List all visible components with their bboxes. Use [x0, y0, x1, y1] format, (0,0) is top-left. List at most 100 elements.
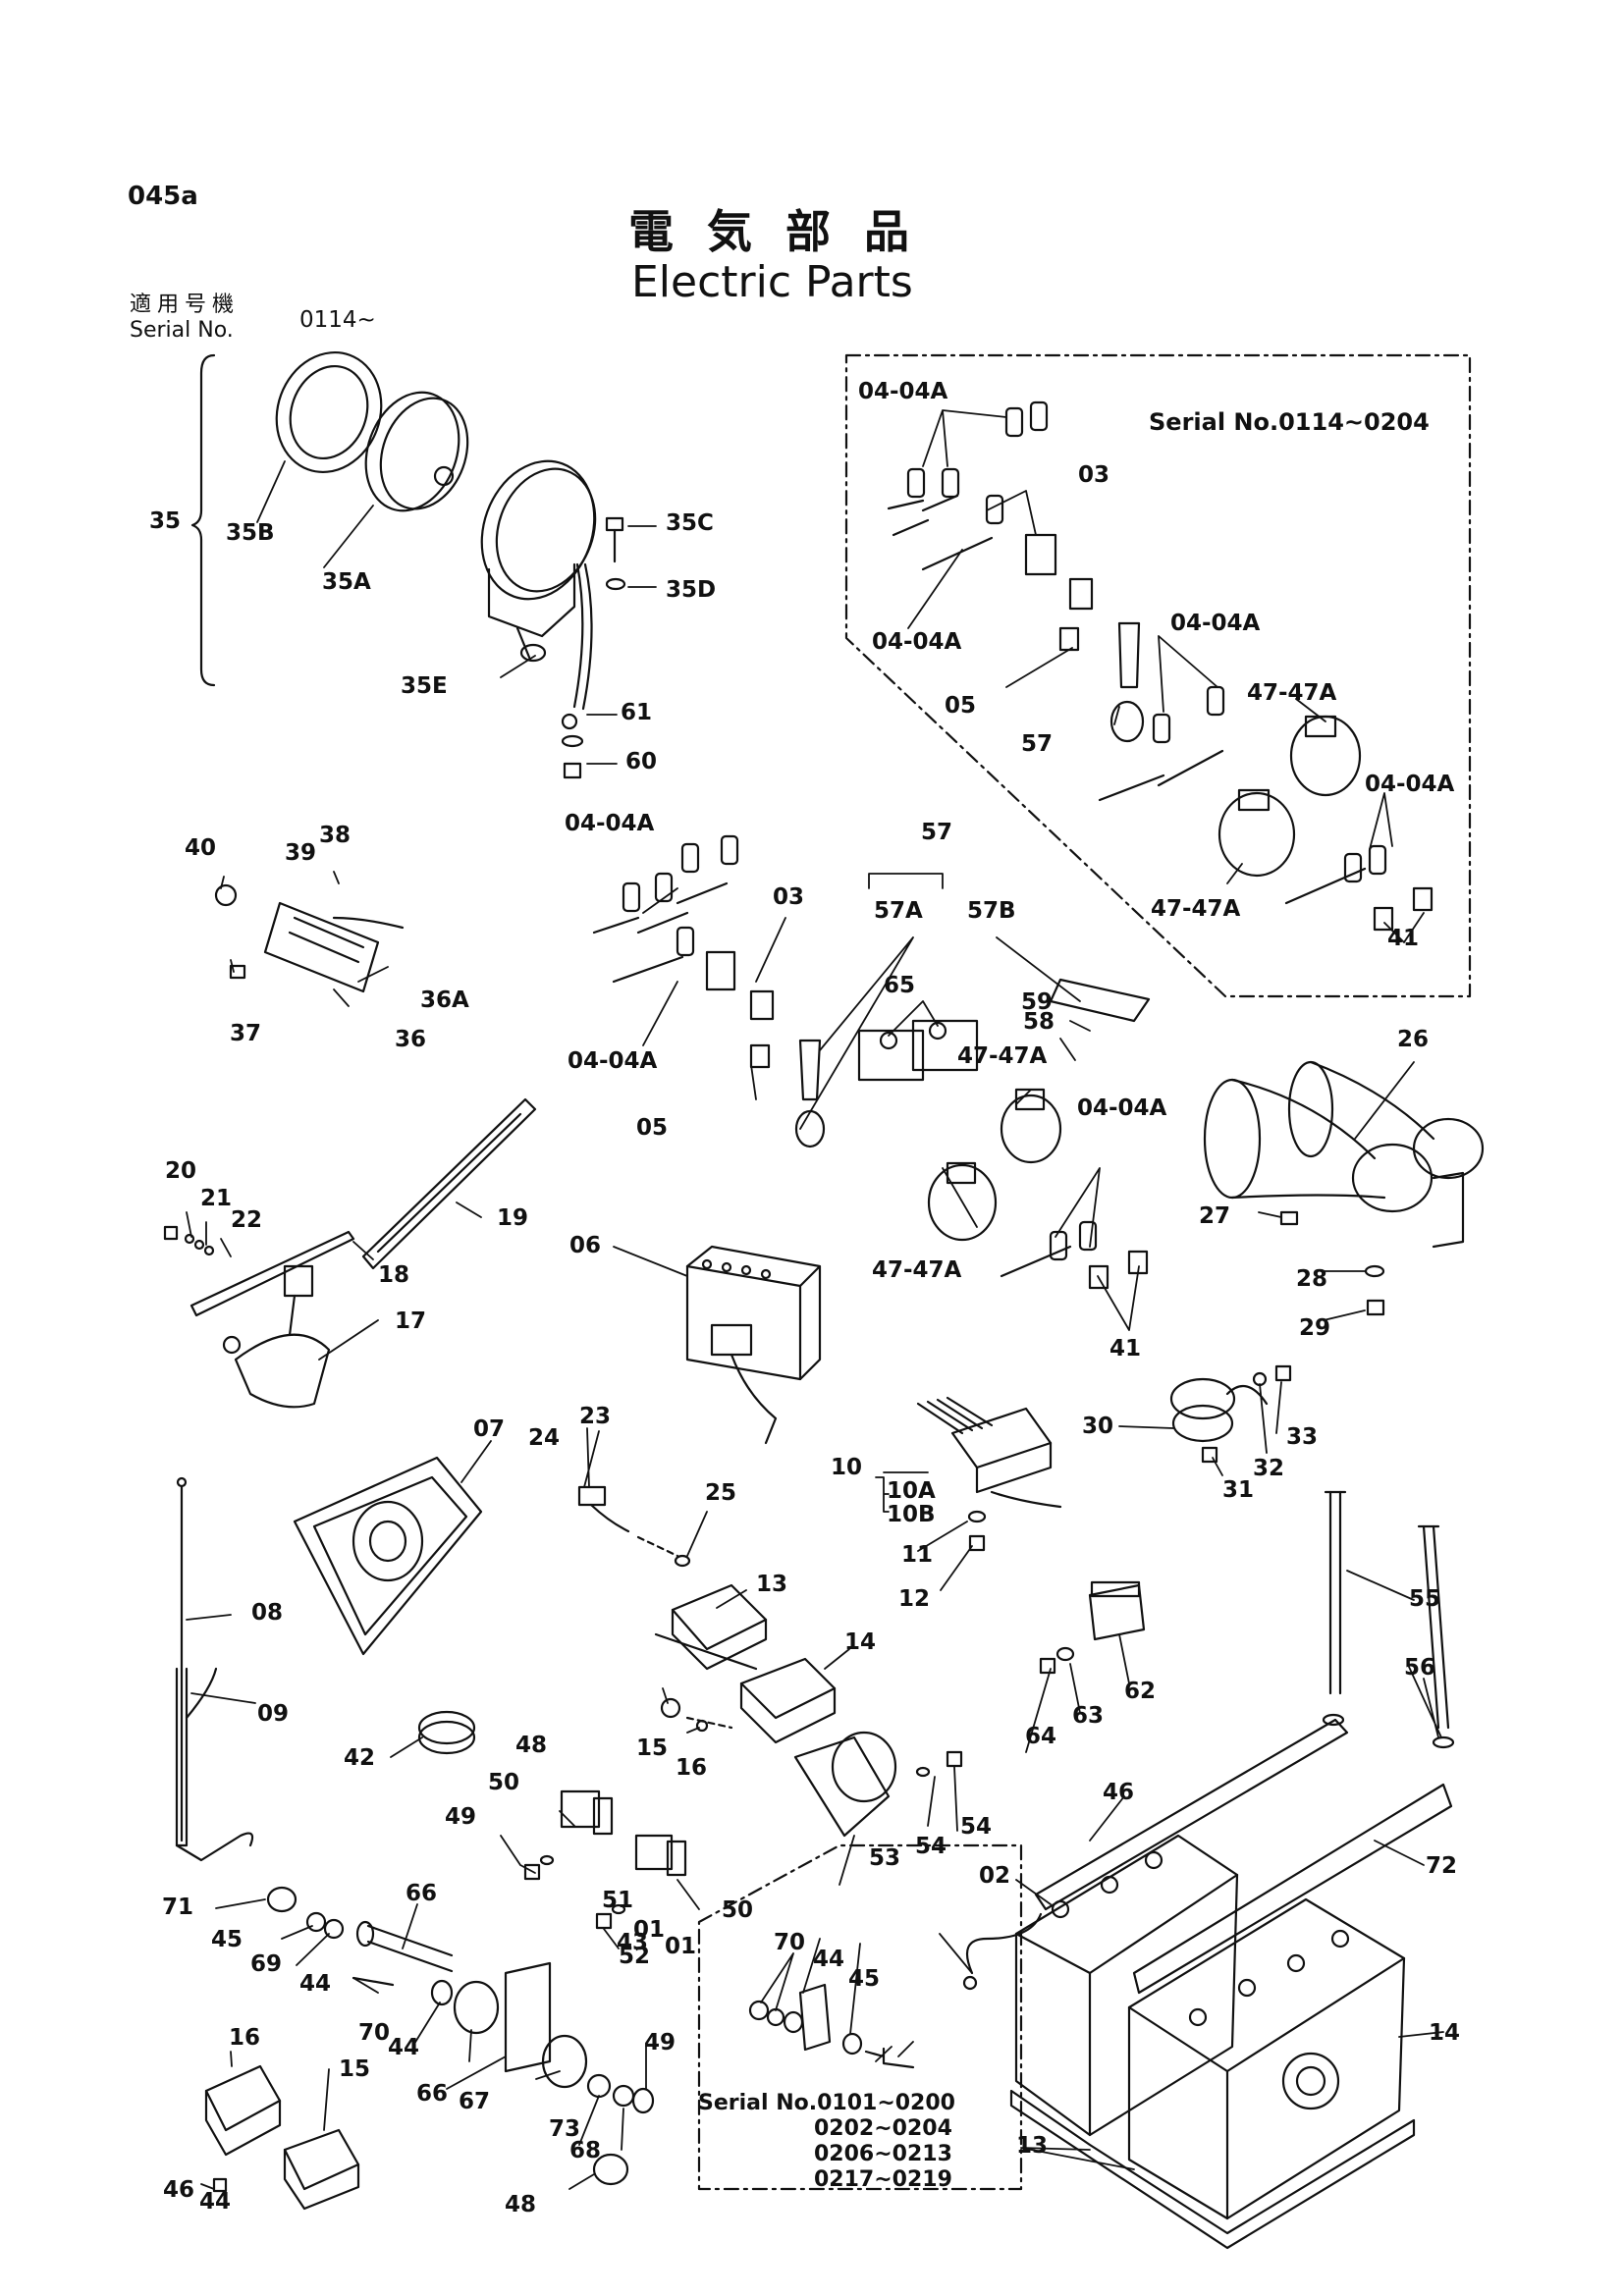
part-label: 57B: [967, 898, 1016, 924]
part-label: 06: [569, 1233, 602, 1258]
part-label: 13: [756, 1572, 788, 1597]
headlight-lens-35A: [364, 391, 469, 512]
part-label: 55: [1409, 1586, 1441, 1612]
horn-26: [1203, 1060, 1485, 1316]
motor-51: [793, 1731, 963, 1838]
part-label: 10B: [887, 1502, 936, 1527]
part-label: 16: [229, 2025, 261, 2051]
horn-relay-30: [1169, 1364, 1292, 1464]
relay-14-bottom: [204, 2064, 282, 2193]
part-label: 48: [505, 2192, 537, 2217]
part-label: 49: [445, 1804, 477, 1830]
part-label: 44: [199, 2189, 232, 2215]
part-label: 29: [1299, 1315, 1331, 1341]
serial-label-en: Serial No.: [130, 318, 234, 343]
part-label: 64: [1025, 1724, 1057, 1749]
part-label: 68: [569, 2138, 602, 2163]
part-label: 41: [1387, 926, 1420, 951]
serial-label: 適用号機 Serial No.: [130, 293, 240, 344]
part-label: 45: [848, 1966, 881, 1992]
part-label: 04-04A: [872, 629, 962, 655]
inset-bottom-line: Serial No.0101~0200: [698, 2091, 955, 2115]
part-label: 69: [250, 1951, 283, 1977]
part-label: 37: [230, 1021, 262, 1046]
part-label: 04-04A: [858, 379, 948, 404]
battery-01-right: [1127, 1897, 1406, 2220]
part-label: 23: [579, 1404, 612, 1429]
part-label: 10: [831, 1455, 863, 1480]
serial-label-jp: 適用号機: [130, 293, 241, 317]
part-label: 44: [813, 1947, 845, 1972]
part-label: 25: [705, 1480, 737, 1506]
part-label: 05: [636, 1115, 669, 1141]
battery-tray-02: [1009, 2089, 1416, 2250]
part-label: 36A: [420, 988, 469, 1013]
indicator-panel-36: [214, 883, 405, 993]
part-label: 57: [921, 820, 953, 845]
part-label: 38: [319, 823, 352, 848]
inset-bottom-serials: Serial No.0101~0200 0202~0204 0206~0213 …: [698, 2091, 955, 2193]
part-label: 31: [1222, 1477, 1255, 1503]
clamp-bar-54: [1034, 1718, 1453, 1995]
part-label: 46: [163, 2177, 195, 2203]
part-label: 63: [1072, 1703, 1105, 1729]
part-label: 03: [773, 884, 805, 910]
part-label: 04-04A: [1365, 772, 1455, 797]
part-label: 35D: [666, 577, 717, 603]
washer-35D: [605, 577, 626, 591]
relay-13-bottom: [283, 2128, 360, 2211]
switch-cluster-top-inset: [887, 400, 1434, 932]
part-label: 01: [633, 1917, 666, 1943]
part-label: 52: [619, 1944, 651, 1969]
cable-43: [962, 1912, 1043, 1991]
inset-top-border: [844, 353, 1472, 998]
switch-cluster-middle: [592, 834, 1151, 1290]
part-label: 35E: [401, 673, 448, 699]
long-bolt-55: [1322, 1490, 1455, 1749]
part-label: 70: [358, 2020, 391, 2046]
title-english: Electric Parts: [631, 257, 913, 307]
part-label: 60: [625, 749, 658, 774]
part-label: 56: [1404, 1655, 1436, 1681]
part-label: 03: [1078, 462, 1110, 488]
part-label: 11: [901, 1542, 934, 1568]
part-label: 48: [515, 1733, 548, 1758]
part-label: 66: [406, 1881, 438, 1906]
relay-48: [523, 1789, 687, 1930]
bolt-35C: [605, 516, 624, 563]
bracket-35: [190, 353, 216, 687]
part-label: 58: [1023, 1009, 1055, 1035]
part-label: 50: [488, 1770, 520, 1795]
part-label: 35C: [666, 510, 714, 536]
part-label: 40: [185, 835, 217, 861]
flasher-10: [916, 1396, 1062, 1552]
part-label: 14: [1429, 2020, 1461, 2046]
part-label: 46: [1103, 1780, 1135, 1805]
part-label: 49: [644, 2030, 676, 2056]
connector-23-24: [577, 1485, 691, 1568]
part-label: 10A: [887, 1478, 936, 1504]
part-label: 14: [844, 1629, 877, 1655]
part-label: 15: [339, 2056, 371, 2082]
part-label: 47-47A: [957, 1043, 1048, 1069]
part-label: 71: [162, 1895, 194, 1920]
part-label: 04-04A: [565, 811, 655, 836]
part-label: 67: [459, 2089, 491, 2114]
part-label: 54: [960, 1814, 993, 1840]
relay-14-mid: [660, 1657, 837, 1744]
part-label: 57A: [874, 898, 923, 924]
part-label: 51: [602, 1888, 634, 1913]
part-label: 50: [722, 1897, 754, 1923]
hardware-stack-inset: [748, 1983, 915, 2069]
part-label: 05: [945, 693, 977, 719]
part-label: 19: [497, 1205, 529, 1231]
part-label: 42: [344, 1745, 376, 1771]
nut-60-61: [561, 734, 584, 779]
part-label: 01: [665, 1934, 697, 1959]
part-label: 09: [257, 1701, 290, 1727]
part-label: 47-47A: [1247, 680, 1337, 706]
part-label: 08: [251, 1600, 284, 1626]
part-label: 47-47A: [1151, 896, 1241, 922]
part-label: 04-04A: [568, 1048, 658, 1074]
